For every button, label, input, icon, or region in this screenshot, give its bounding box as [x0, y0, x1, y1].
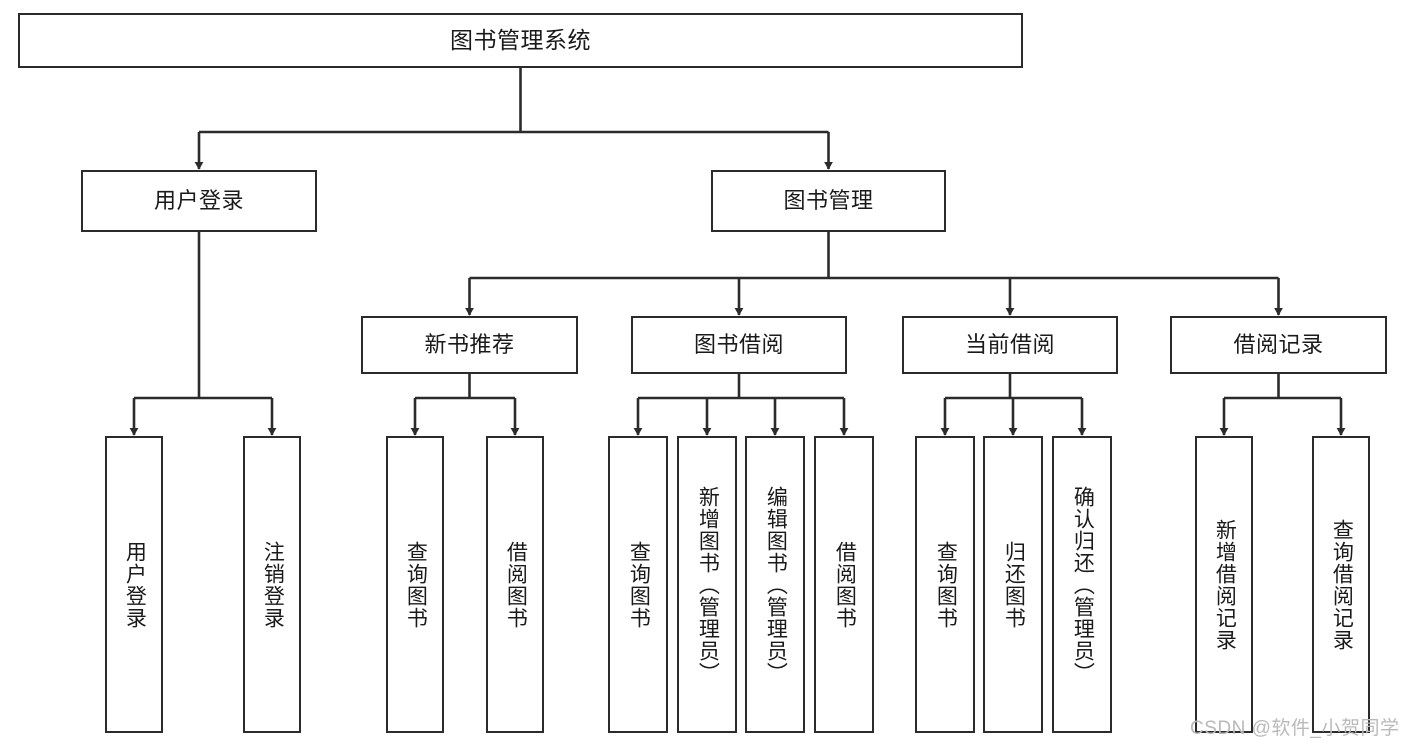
node-label: 当前借阅 — [964, 332, 1055, 358]
node-borrow_record: 借阅记录 — [1170, 316, 1387, 374]
node-leaf_borrow_nb: 借阅图书 — [486, 436, 544, 733]
node-label: 归还图书 — [1002, 540, 1026, 629]
node-book_mgmt: 图书管理 — [711, 170, 946, 232]
node-leaf_conf_ret: 确认归还（管理员） — [1052, 436, 1112, 733]
node-user_login: 用户登录 — [81, 170, 317, 232]
edge-group — [129, 68, 1346, 436]
node-leaf_add_rec: 新增借阅记录 — [1195, 436, 1253, 733]
node-label: 查询借阅记录 — [1330, 518, 1354, 651]
node-label: 用户登录 — [153, 188, 244, 214]
node-label: 确认归还（管理员） — [1071, 485, 1095, 684]
node-leaf_query_bb: 查询图书 — [608, 436, 668, 733]
node-new_book_rec: 新书推荐 — [361, 316, 578, 374]
node-label: 借阅图书 — [833, 540, 857, 629]
node-label: 借阅记录 — [1233, 332, 1324, 358]
node-leaf_add_book: 新增图书（管理员） — [677, 436, 737, 733]
node-label: 新书推荐 — [424, 332, 515, 358]
node-label: 图书管理 — [783, 188, 874, 214]
node-label: 借阅图书 — [504, 540, 528, 629]
node-label: 查询图书 — [627, 540, 651, 629]
node-leaf_edit_book: 编辑图书（管理员） — [745, 436, 805, 733]
node-book_borrow: 图书借阅 — [631, 316, 847, 374]
node-leaf_logout: 注销登录 — [243, 436, 301, 733]
node-leaf_query_cb: 查询图书 — [915, 436, 975, 733]
node-label: 用户登录 — [123, 540, 147, 629]
node-label: 编辑图书（管理员） — [764, 485, 788, 684]
node-label: 查询图书 — [934, 540, 958, 629]
node-leaf_query_nb: 查询图书 — [386, 436, 444, 733]
node-leaf_return: 归还图书 — [983, 436, 1043, 733]
node-leaf_query_rec: 查询借阅记录 — [1312, 436, 1370, 733]
node-label: 注销登录 — [261, 540, 285, 629]
node-leaf_borrow_bb: 借阅图书 — [814, 436, 874, 733]
node-current_borrow: 当前借阅 — [902, 316, 1118, 374]
node-label: 图书借阅 — [693, 332, 784, 358]
node-label: 新增图书（管理员） — [696, 485, 720, 684]
node-label: 查询图书 — [404, 540, 428, 629]
node-label: 图书管理系统 — [450, 27, 591, 54]
node-leaf_user_login: 用户登录 — [105, 436, 163, 733]
node-label: 新增借阅记录 — [1213, 518, 1237, 651]
node-root: 图书管理系统 — [18, 13, 1023, 68]
